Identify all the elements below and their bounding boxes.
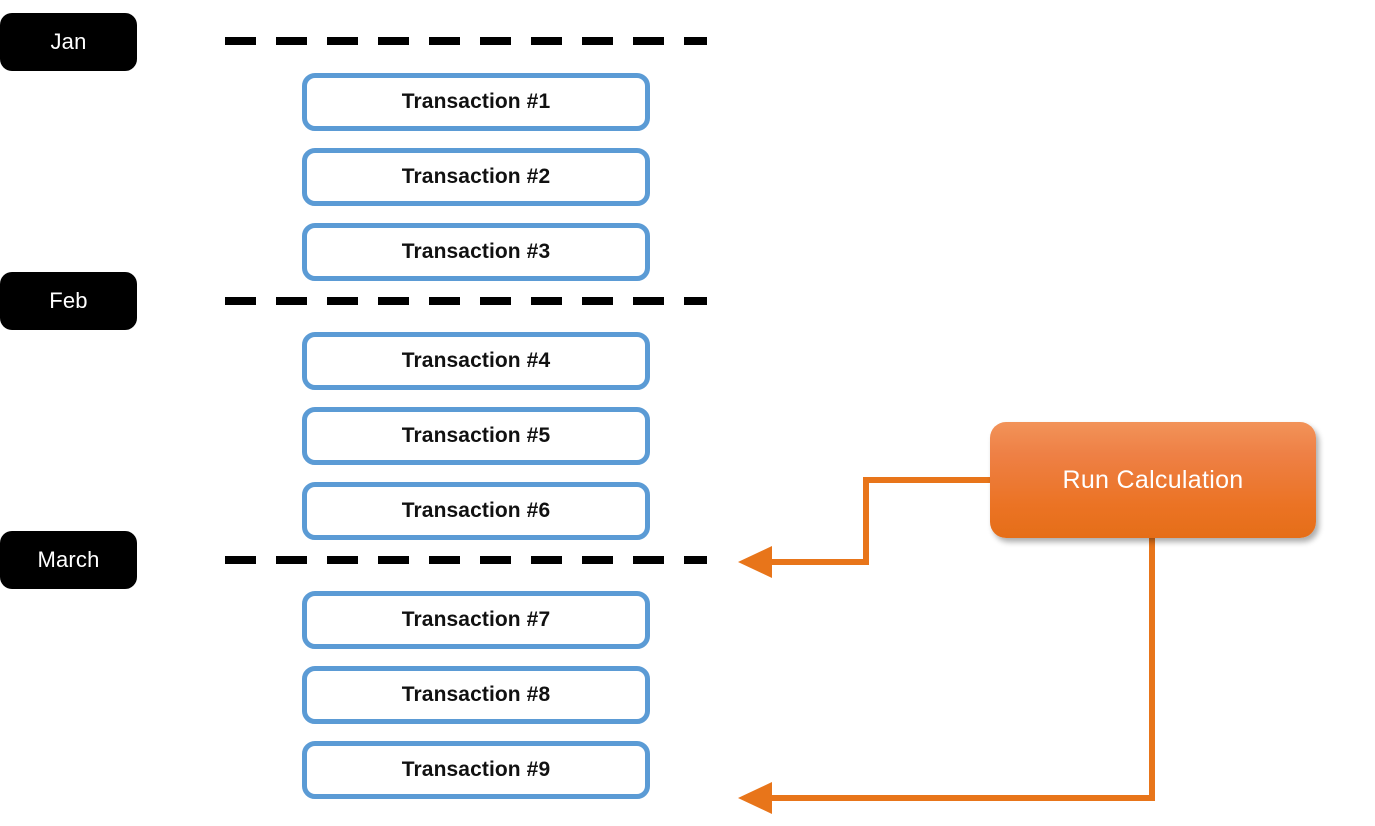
month-chip-label: March [37, 547, 100, 572]
transaction-card-1[interactable]: Transaction #1 [302, 73, 650, 131]
month-chip-feb[interactable]: Feb [0, 272, 137, 330]
transaction-card-3[interactable]: Transaction #3 [302, 223, 650, 281]
run-calculation-node[interactable]: Run Calculation [990, 422, 1316, 538]
month-divider-jan [225, 37, 707, 45]
transaction-label: Transaction #1 [401, 90, 551, 113]
month-divider-march [225, 556, 707, 564]
transaction-label: Transaction #3 [401, 240, 551, 263]
transaction-label: Transaction #9 [401, 758, 551, 781]
transaction-card-4[interactable]: Transaction #4 [302, 332, 650, 390]
transaction-card-7[interactable]: Transaction #7 [302, 591, 650, 649]
transaction-card-5[interactable]: Transaction #5 [302, 407, 650, 465]
transaction-label: Transaction #2 [401, 165, 551, 188]
transaction-card-2[interactable]: Transaction #2 [302, 148, 650, 206]
month-divider-feb [225, 297, 707, 305]
run-calculation-label: Run Calculation [1062, 465, 1244, 494]
transaction-card-6[interactable]: Transaction #6 [302, 482, 650, 540]
transaction-label: Transaction #8 [401, 683, 551, 706]
month-chip-label: Feb [49, 288, 88, 313]
connector-calc-to-timeline-end-icon [738, 538, 1155, 814]
transaction-card-8[interactable]: Transaction #8 [302, 666, 650, 724]
month-chip-label: Jan [50, 29, 87, 54]
transaction-label: Transaction #4 [401, 349, 551, 372]
transaction-card-9[interactable]: Transaction #9 [302, 741, 650, 799]
month-chip-march[interactable]: March [0, 531, 137, 589]
connector-calc-to-march-icon [738, 477, 990, 578]
transaction-label: Transaction #5 [401, 424, 551, 447]
transaction-label: Transaction #6 [401, 499, 551, 522]
transaction-label: Transaction #7 [401, 608, 551, 631]
month-chip-jan[interactable]: Jan [0, 13, 137, 71]
